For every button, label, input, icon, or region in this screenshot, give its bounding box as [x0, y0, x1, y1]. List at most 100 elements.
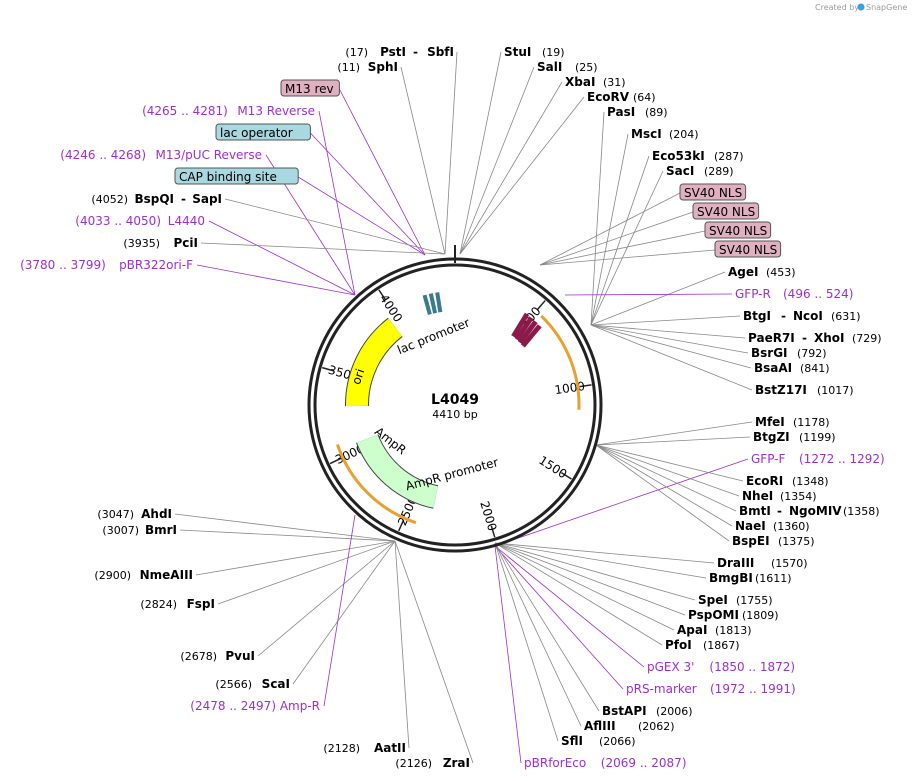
right-label: AflIII(2062): [584, 719, 675, 733]
feature-box-label: SV40 NLS: [684, 186, 742, 200]
enzyme-name: NmeAIII: [140, 568, 193, 582]
right-label: SV40 NLS: [704, 221, 772, 239]
enzyme-name: AatII: [374, 741, 406, 755]
enzyme-position: (287): [714, 150, 744, 163]
enzyme-position: (289): [704, 165, 734, 178]
enzyme-position: (1017): [817, 384, 854, 397]
enzyme-name: BtgZI: [753, 430, 790, 444]
enzyme-name: BsaAI: [754, 361, 792, 375]
credit-prefix: Created by: [815, 3, 859, 12]
leader-line: [459, 51, 502, 255]
leader-line: [494, 542, 696, 601]
right-label: PaeR7I-XhoI(729): [748, 331, 882, 345]
leader-line: [494, 542, 707, 579]
leader-line: [595, 444, 737, 512]
scale-tick-label: 4000: [377, 292, 406, 325]
enzyme-name: AgeI: [728, 265, 758, 279]
left-label: ScaI(2566): [215, 677, 290, 691]
lac-operator-mark: [428, 293, 438, 314]
enzyme-position: (729): [852, 332, 882, 345]
feature-box: [174, 167, 299, 185]
enzyme-position: (2566): [215, 678, 252, 691]
right-label: SV40 NLS: [714, 240, 782, 258]
right-label: BtgZI(1199): [753, 430, 836, 444]
left-label: L4440(4033 .. 4050): [75, 214, 205, 228]
scale-tick: [378, 289, 387, 301]
leader-line: [590, 324, 753, 391]
right-label: pGEX 3'(1850 .. 1872): [647, 660, 795, 674]
leader-line: [539, 192, 681, 266]
credit-brand: SnapGene: [866, 3, 907, 12]
leader-line: [323, 514, 356, 707]
primer-range: (496 .. 524): [783, 287, 853, 301]
right-label: GFP-R (496 .. 524): [735, 287, 853, 301]
right-label: AgeI(453): [728, 265, 796, 279]
enzyme-position: (2678): [180, 650, 217, 663]
enzyme-name: ZraI: [443, 756, 470, 770]
primer-range: (1972 .. 1991): [710, 682, 796, 696]
sv40-nls-arrow: [517, 320, 538, 345]
lac-operator-mark: [422, 294, 432, 315]
right-label: BstAPI(2006): [602, 704, 693, 718]
right-label: SacI(289): [666, 164, 734, 178]
feature-box-label: M13 rev: [285, 82, 334, 96]
right-label: Eco53kI (287): [652, 149, 744, 163]
enzyme-name: PstI: [380, 45, 406, 59]
feature-box: [215, 123, 311, 141]
primer-name: GFP-F: [751, 452, 786, 466]
left-label: M13 Reverse(4265 .. 4281): [142, 104, 315, 118]
enzyme-name: MscI: [631, 127, 662, 141]
enzyme-name-2: NcoI: [793, 309, 823, 323]
enzyme-name: AhdI: [141, 507, 172, 521]
enzyme-name: PasI: [607, 105, 635, 119]
right-label: SV40 NLS: [679, 183, 747, 201]
primer-range: (3780 .. 3799): [20, 258, 106, 272]
enzyme-sep: -: [181, 192, 186, 206]
enzyme-position: (2126): [395, 757, 432, 770]
feature-box: [280, 79, 340, 97]
primer-name: M13 Reverse: [237, 104, 315, 118]
leader-line: [590, 315, 741, 326]
enzyme-position: (631): [831, 310, 861, 323]
enzyme-position: (89): [645, 106, 668, 119]
left-label: AhdI(3047): [97, 507, 172, 521]
feature-label-ampr_promoter: AmpR promoter: [404, 455, 500, 493]
leader-line: [318, 110, 356, 296]
primer-name: pGEX 3': [647, 660, 694, 674]
enzyme-position: (1360): [773, 520, 810, 533]
scale-tick-label: 1000: [554, 379, 586, 397]
leader-line: [494, 545, 624, 690]
leader-line: [400, 66, 446, 255]
leader-line: [494, 542, 559, 742]
left-label: AatII(2128): [323, 741, 406, 755]
primer-name: pBR322ori-F: [119, 258, 193, 272]
leader-line: [494, 542, 686, 616]
enzyme-position: (1813): [715, 624, 752, 637]
leader-line: [179, 529, 396, 542]
enzyme-name: FspI: [187, 597, 215, 611]
right-label: GFP-F(1272 .. 1292): [751, 452, 885, 466]
scale-tick: [490, 525, 496, 538]
leader-line: [595, 444, 744, 482]
right-label: EcoRI(1348): [746, 474, 829, 488]
leader-line: [595, 444, 740, 497]
enzyme-name: PfoI: [665, 638, 692, 652]
enzyme-name: Eco53kI: [652, 149, 705, 163]
leader-line: [459, 66, 535, 255]
enzyme-position: (11): [337, 61, 360, 74]
enzyme-position: (2066): [599, 735, 636, 748]
right-label: StuI(19): [504, 45, 565, 59]
enzyme-sep: -: [802, 331, 807, 345]
scale-tick: [329, 457, 342, 465]
enzyme-position: (204): [669, 128, 699, 141]
primer-name: GFP-R: [735, 287, 771, 301]
lac-operator-mark: [435, 292, 443, 313]
leader-line: [494, 458, 749, 547]
leader-line: [494, 542, 582, 727]
enzyme-name: PciI: [174, 236, 199, 250]
left-label: CAP binding site: [174, 167, 299, 185]
enzyme-name: AflIII: [584, 719, 616, 733]
leader-line: [292, 540, 396, 685]
leader-line: [200, 242, 446, 255]
